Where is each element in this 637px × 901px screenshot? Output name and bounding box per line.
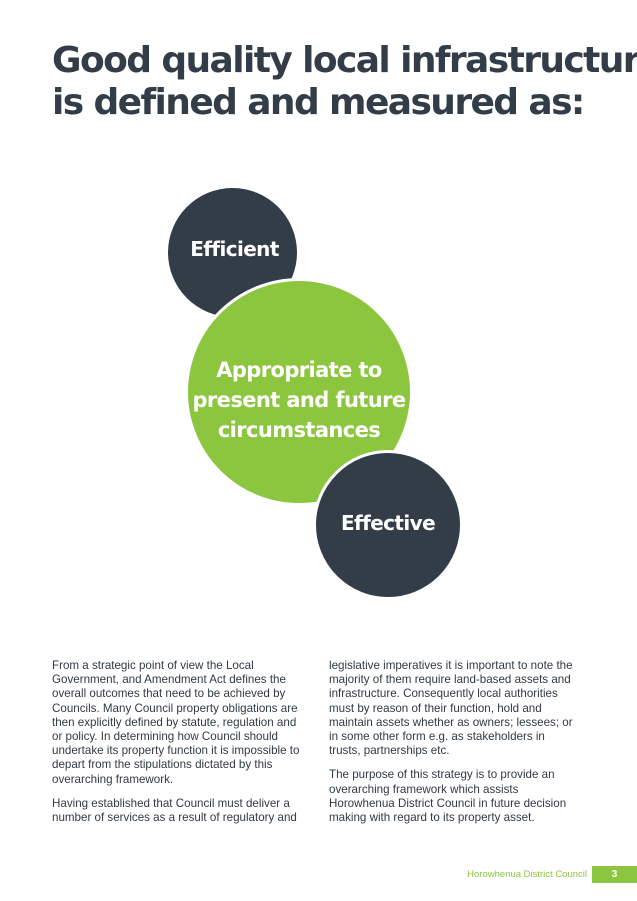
body-paragraph: legislative imperatives it is important … [329, 659, 573, 758]
appropriate-label: Appropriate to present and future circum… [192, 358, 406, 442]
body-paragraph: The purpose of this strategy is to provi… [329, 768, 567, 825]
body-paragraph: Having established that Council must del… [52, 796, 297, 825]
page-title-line-2: is defined and measured as: [52, 82, 585, 123]
body-paragraph: From a strategic point of view the Local… [52, 659, 300, 786]
effective-label: Effective [340, 511, 436, 535]
body-column-left: From a strategic point of view the Local… [52, 659, 300, 835]
page-number: 3 [592, 866, 637, 883]
page-title: Good quality local infrastructure is def… [52, 40, 637, 124]
page-title-line-1: Good quality local infrastructure [52, 40, 637, 81]
footer-organisation: Horowhenua District Council [467, 869, 587, 880]
efficient-label: Efficient [190, 236, 279, 261]
effective-circle: Effective [313, 450, 463, 600]
body-column-right: legislative imperatives it is important … [329, 659, 577, 835]
efficient-circle: Efficient [168, 188, 297, 317]
